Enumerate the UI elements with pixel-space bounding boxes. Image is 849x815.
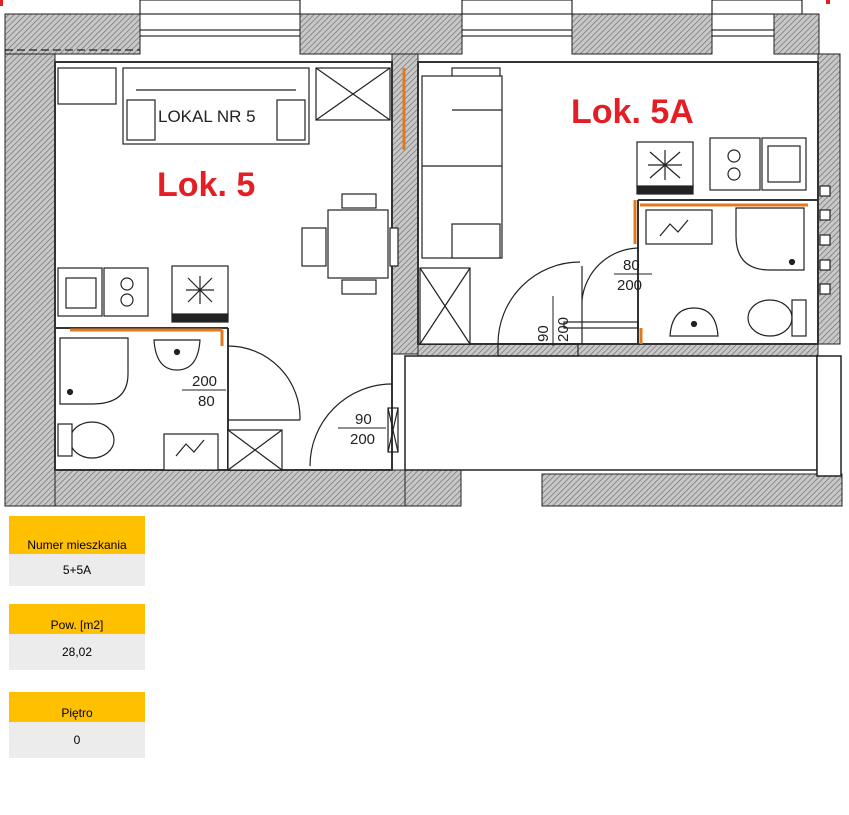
apartment-number-label: Numer mieszkania <box>27 538 127 552</box>
apartment-number-value: 5+5A <box>62 563 92 577</box>
door-dimension-entry-5: 90 200 <box>338 411 386 448</box>
unit-5a-furniture <box>419 67 831 345</box>
dimension-height: 200 <box>617 277 642 294</box>
dimension-width: 80 <box>623 257 640 274</box>
unit-5a-label: Lok. 5A <box>571 93 694 131</box>
dimension-width: 90 <box>535 325 552 342</box>
table-spacer <box>9 670 145 692</box>
dimension-width: 200 <box>192 373 217 390</box>
dimension-height: 200 <box>555 317 572 342</box>
floor-plan: Lok. 5 Lok. 5A LOKAL NR 5 200 80 90 200 … <box>0 0 849 507</box>
floor-cell: 0 <box>9 722 145 758</box>
room-name-label: LOKAL NR 5 <box>158 107 256 126</box>
area-cell: 28,02 <box>9 634 145 670</box>
door-dimension-entry-5a: 90 200 <box>535 296 572 346</box>
window-glazing <box>5 29 774 51</box>
walls <box>4 13 843 507</box>
dimension-height: 80 <box>198 393 215 410</box>
apartment-number-header: Numer mieszkania <box>9 516 145 554</box>
floor-label: Piętro <box>61 706 93 720</box>
area-label: Pow. [m2] <box>50 618 104 632</box>
area-value: 28,02 <box>61 645 93 659</box>
top-window-strip <box>0 0 849 15</box>
corner-mark <box>826 0 830 4</box>
unit-5-furniture <box>57 67 399 471</box>
table-spacer <box>9 586 145 604</box>
dimension-height: 200 <box>350 431 375 448</box>
unit-5-label: Lok. 5 <box>157 166 255 204</box>
floor-header: Piętro <box>9 692 145 722</box>
apartment-info-table: Numer mieszkania 5+5A Pow. [m2] 28,02 Pi… <box>9 516 145 758</box>
dimension-width: 90 <box>355 411 372 428</box>
door-dimension-bathroom-5a: 80 200 <box>614 257 652 294</box>
apartment-number-cell: 5+5A <box>9 554 145 586</box>
door-dimension-bathroom-5: 200 80 <box>182 373 226 410</box>
unit-5-doors <box>227 345 399 467</box>
floor-value: 0 <box>73 733 81 747</box>
corridor <box>404 355 842 477</box>
corner-mark <box>0 0 3 6</box>
accent-lines <box>70 68 808 346</box>
area-header: Pow. [m2] <box>9 604 145 634</box>
unit-5a-doors <box>497 247 639 357</box>
